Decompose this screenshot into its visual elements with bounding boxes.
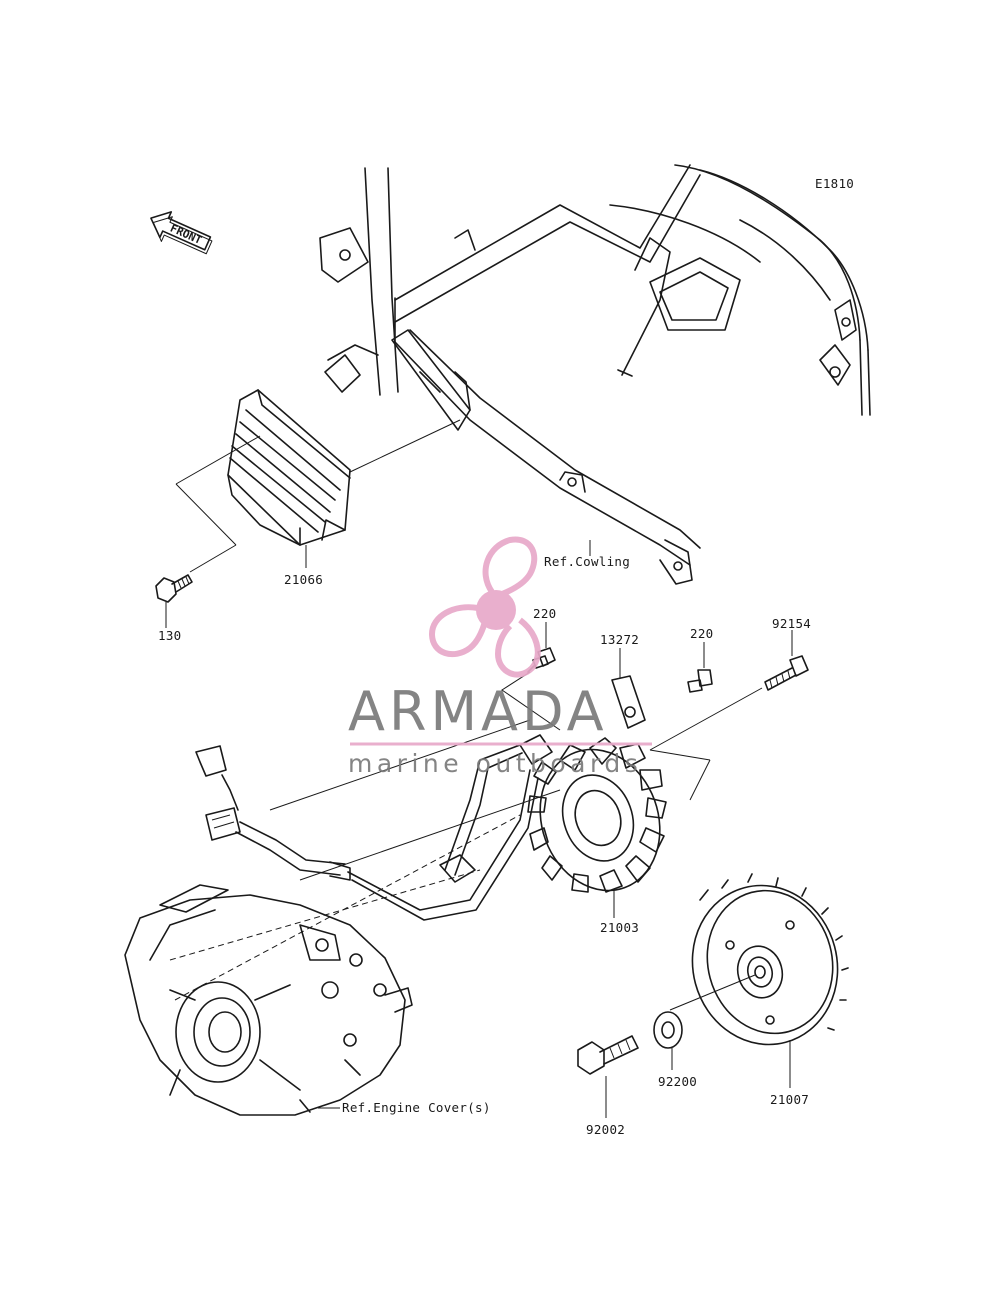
- bolt-92002: [577, 1035, 639, 1075]
- leader-line: [649, 749, 711, 761]
- leader-line: [669, 974, 756, 1011]
- leader-line: [501, 671, 561, 731]
- leader-line: [269, 719, 531, 811]
- bracket-13272: [611, 675, 646, 729]
- diagram-code: E1810: [815, 176, 854, 191]
- watermark-subtitle: marine outboards: [348, 749, 642, 778]
- part-label-130: 130: [158, 628, 181, 643]
- leader-line: [349, 419, 461, 473]
- leader-line: [175, 435, 261, 485]
- propeller-logo-icon: [429, 536, 541, 678]
- leader-line: [189, 544, 237, 573]
- regulator-rectifier: [227, 389, 351, 546]
- washer-92200: [653, 1011, 683, 1049]
- armada-watermark: ARMADA marine outboards: [348, 536, 652, 778]
- wiring-harness: [195, 744, 539, 921]
- part-label-92154: 92154: [772, 616, 811, 631]
- part-label-21066: 21066: [284, 572, 323, 587]
- reference-label-engine-cover: Ref.Engine Cover(s): [342, 1100, 491, 1115]
- leader-line: [175, 483, 237, 546]
- leader-line: [649, 687, 763, 751]
- part-label-21003: 21003: [600, 920, 639, 935]
- part-label-21007: 21007: [770, 1092, 809, 1107]
- reference-label-cowling: Ref.Cowling: [544, 554, 630, 569]
- leader-line: [299, 789, 561, 881]
- stator-coil: [519, 734, 667, 893]
- engine-cover: [124, 884, 413, 1116]
- part-label-13272: 13272: [600, 632, 639, 647]
- screw-220-right: [687, 669, 713, 693]
- part-label-220-right: 220: [690, 626, 713, 641]
- watermark-title: ARMADA: [348, 680, 608, 743]
- leader-line: [174, 814, 521, 1001]
- leader-line: [689, 759, 711, 801]
- bolt-130: [155, 574, 193, 603]
- part-label-92200: 92200: [658, 1074, 697, 1089]
- front-arrow-icon: FRONT: [150, 211, 213, 255]
- leader-line: [169, 869, 481, 961]
- flywheel-rotor: [691, 873, 849, 1046]
- bolt-92154: [764, 655, 809, 691]
- frame-assembly: [319, 164, 871, 585]
- part-label-220-left: 220: [533, 606, 556, 621]
- part-label-92002: 92002: [586, 1122, 625, 1137]
